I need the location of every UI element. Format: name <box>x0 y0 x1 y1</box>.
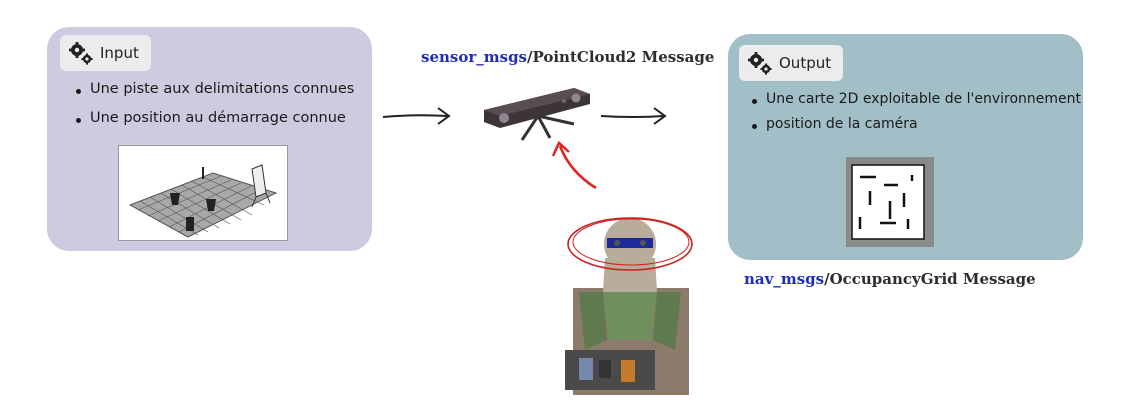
output-item: Une carte 2D exploitable de l'environnem… <box>750 91 1081 107</box>
output-list: Une carte 2D exploitable de l'environnem… <box>750 91 1081 132</box>
sensor-message-package: sensor_msgs <box>421 48 527 66</box>
output-panel: Output Une carte 2D exploitable de l'env… <box>728 34 1083 260</box>
output-title: Output <box>779 54 832 72</box>
nav-message-package: nav_msgs <box>744 270 825 288</box>
nav-message-type: /OccupancyGrid Message <box>824 270 1036 288</box>
input-item: Une piste aux delimitations connues <box>74 81 354 97</box>
input-panel: Input Une piste aux delimitations connue… <box>47 27 372 251</box>
track-illustration <box>118 145 288 241</box>
input-list: Une piste aux delimitations connues Une … <box>74 81 354 126</box>
arrow-right-icon <box>600 107 667 125</box>
sensor-message-type: /PointCloud2 Message <box>527 48 715 66</box>
output-tag: Output <box>739 45 844 81</box>
sensor-message-label: sensor_msgs/PointCloud2 Message <box>421 48 714 66</box>
depth-camera-illustration <box>484 88 590 141</box>
input-title: Input <box>100 44 139 62</box>
nav-message-label: nav_msgs/OccupancyGrid Message <box>744 270 1036 288</box>
occupancy-grid-map <box>846 157 934 247</box>
operator-illustration <box>565 217 695 395</box>
input-item: Une position au démarrage connue <box>74 110 354 126</box>
gears-icon <box>748 52 772 75</box>
gears-icon <box>69 42 93 65</box>
output-item: position de la caméra <box>750 116 1081 132</box>
red-arrow-icon <box>551 140 597 190</box>
arrow-right-icon <box>382 107 451 125</box>
input-tag: Input <box>60 35 151 71</box>
